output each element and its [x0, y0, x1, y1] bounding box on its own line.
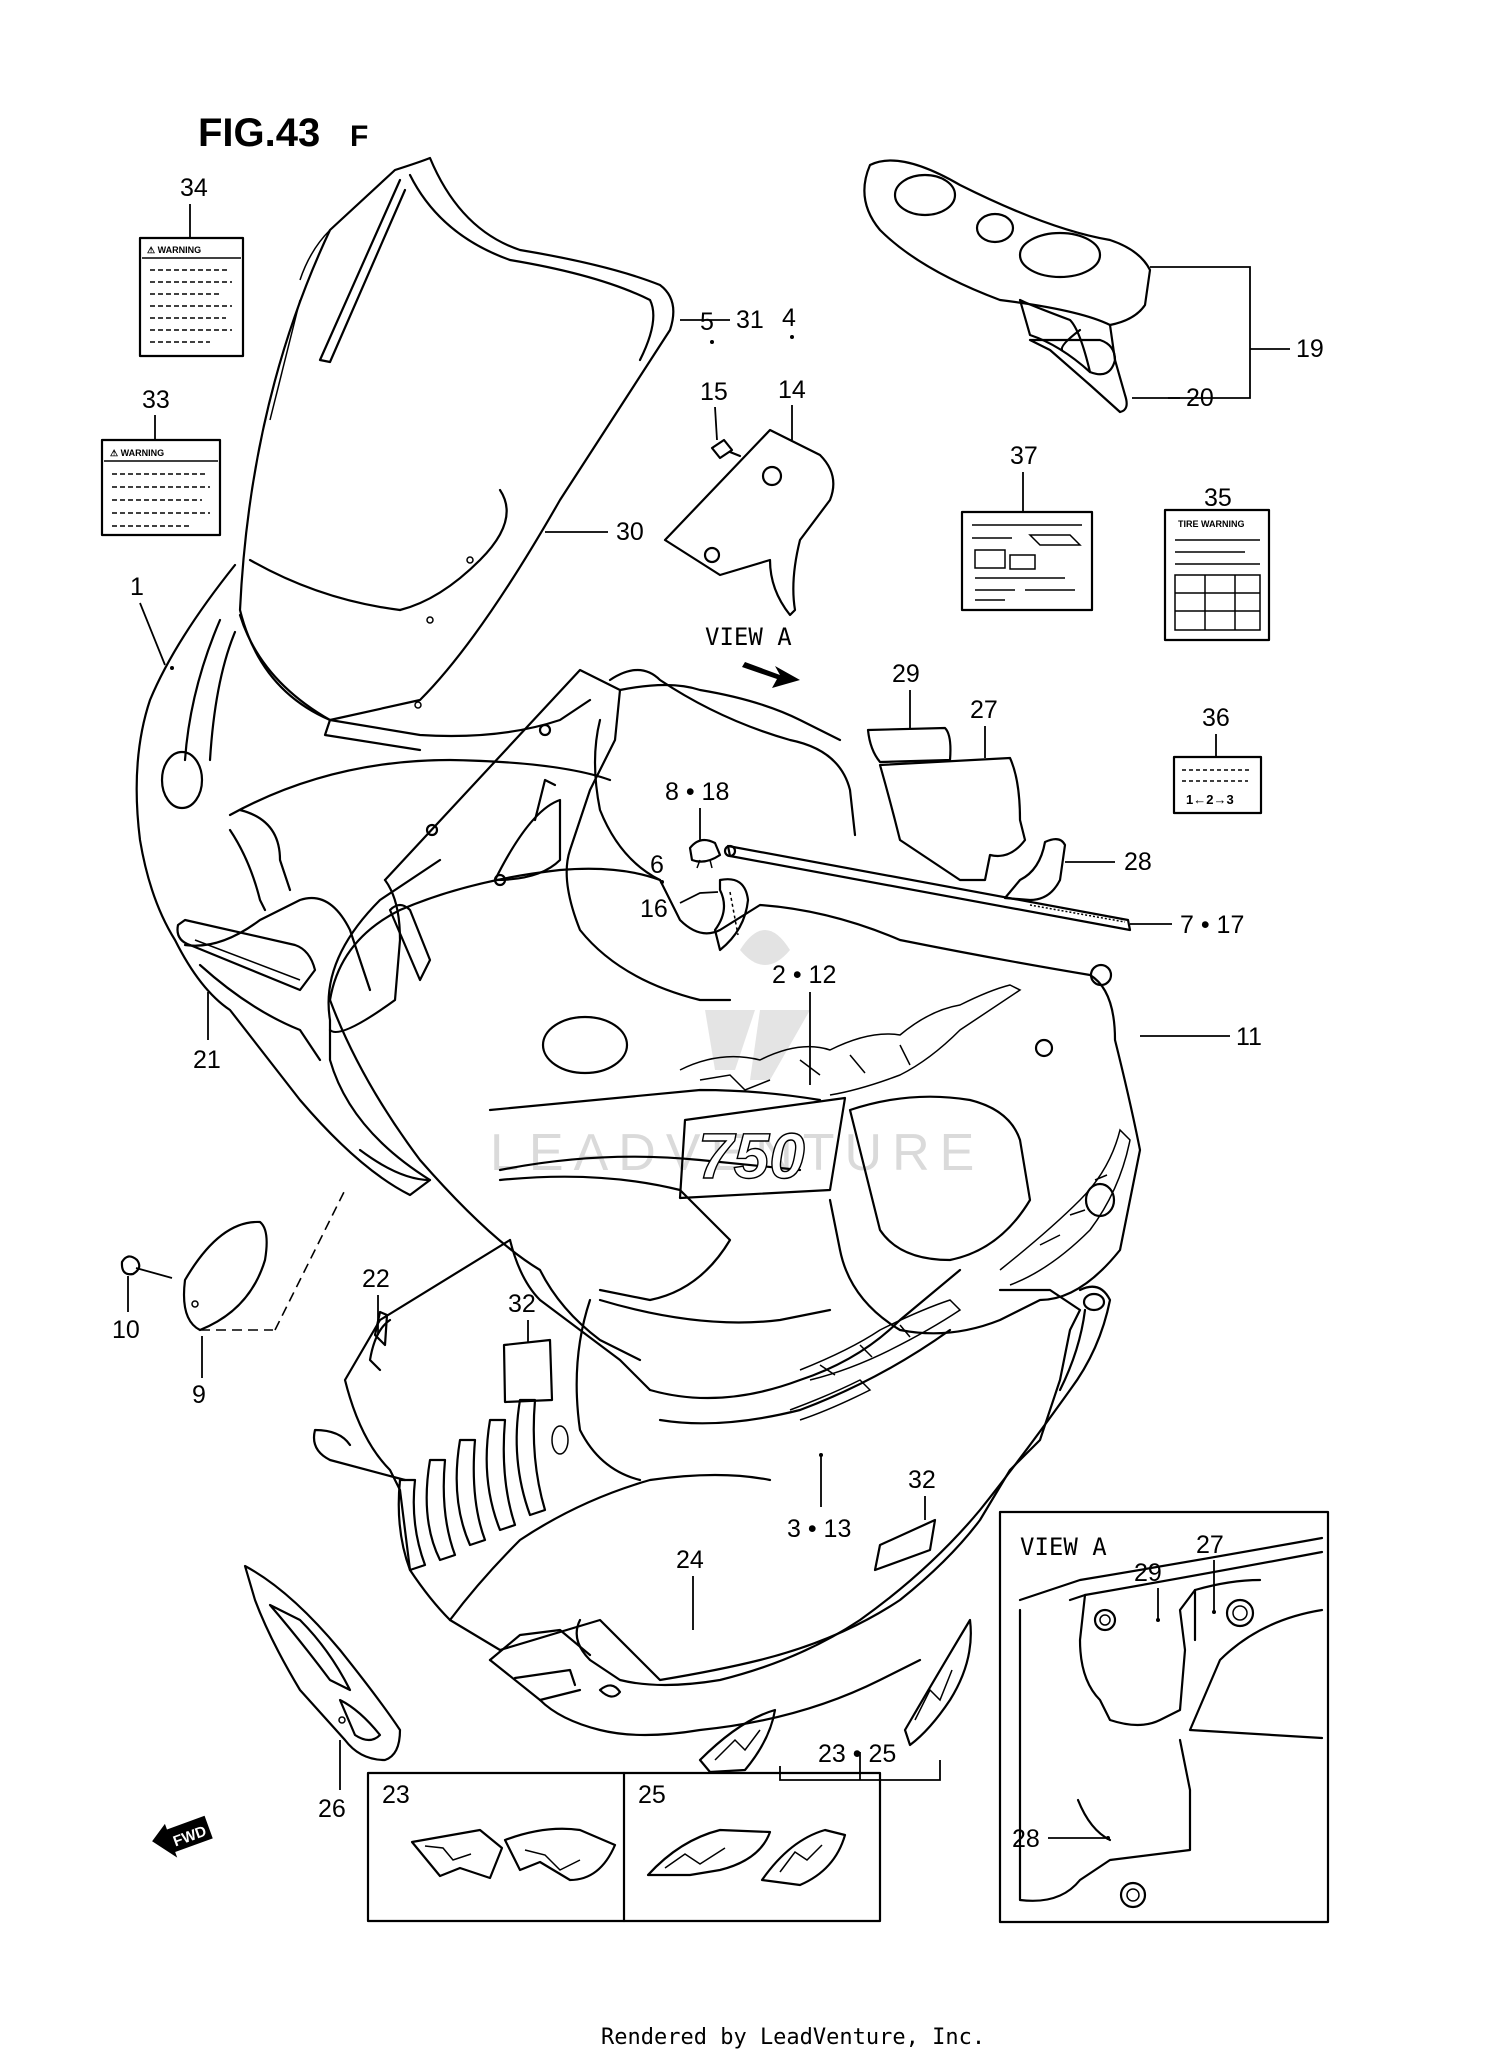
callout-5: 5 — [700, 308, 714, 336]
warning-label-33[interactable]: ⚠ WARNING — [100, 438, 222, 537]
model-badge-750: 750 — [698, 1120, 805, 1192]
warning-label-34[interactable]: ⚠ WARNING — [138, 236, 245, 358]
label-35[interactable]: TIRE WARNING — [1163, 508, 1271, 642]
decal-23-left-view[interactable] — [410, 1828, 504, 1880]
warning-label-33-text: ⚠ WARNING — [110, 448, 164, 458]
callout-6: 6 — [650, 851, 664, 879]
cushion-32-a[interactable] — [502, 1338, 554, 1404]
callout-36: 36 — [1202, 704, 1230, 732]
callout-2-12: 2 • 12 — [772, 961, 836, 989]
view-a-seal-28[interactable] — [1106, 1836, 1110, 1840]
decal-25[interactable] — [903, 1618, 972, 1747]
decal-23[interactable] — [698, 1708, 777, 1774]
footer-credit: Rendered by LeadVenture, Inc. — [601, 2025, 985, 2050]
callout-33: 33 — [142, 386, 170, 414]
callout-32-b: 32 — [908, 1466, 936, 1494]
screw-10[interactable] — [120, 1255, 173, 1279]
decal-25-left-view[interactable] — [646, 1828, 772, 1877]
callout-11: 11 — [1236, 1023, 1262, 1051]
screw-15[interactable] — [710, 438, 742, 460]
bracket-4[interactable] — [663, 428, 835, 617]
upper-cowl-1[interactable] — [135, 563, 857, 1197]
inset-label-23: 23 — [382, 1781, 410, 1809]
figure-suffix: F — [350, 120, 368, 153]
callout-28: 28 — [1124, 848, 1152, 876]
inner-panel-26[interactable] — [243, 1564, 402, 1762]
side-cowl-11[interactable]: 750 — [328, 867, 1142, 1362]
reflector-21[interactable] — [176, 918, 317, 992]
trim-6[interactable] — [713, 878, 750, 952]
callout-1: 1 — [130, 573, 144, 601]
view-a-arrow-label: VIEW A — [705, 623, 792, 651]
seal-29[interactable] — [866, 726, 952, 764]
grommet-8[interactable] — [688, 838, 722, 869]
callout-10: 10 — [112, 1316, 140, 1344]
label-35-text: TIRE WARNING — [1178, 519, 1245, 529]
callout-30: 30 — [616, 518, 644, 546]
label-36[interactable]: 1←2→3 — [1172, 755, 1263, 815]
callout-27: 27 — [970, 696, 998, 724]
decal-23-right-view[interactable] — [503, 1827, 617, 1882]
callout-37: 37 — [1010, 442, 1038, 470]
callout-29: 29 — [892, 660, 920, 688]
callout-14: 14 — [778, 376, 806, 404]
callout-34: 34 — [180, 174, 208, 202]
callout-32-a: 32 — [508, 1290, 536, 1318]
callout-24: 24 — [676, 1546, 704, 1574]
seal-28[interactable] — [1003, 838, 1067, 902]
callout-20: 20 — [1186, 384, 1214, 412]
callout-15: 15 — [700, 378, 728, 406]
lower-cowl-24[interactable] — [488, 1285, 1112, 1737]
view-a-arrow — [742, 662, 800, 688]
callout-22: 22 — [362, 1265, 390, 1293]
inner-cowl-panel[interactable] — [328, 668, 842, 1034]
windscreen-30[interactable] — [238, 156, 675, 722]
callout-19: 19 — [1296, 335, 1324, 363]
forward-direction-tag: FWD — [152, 1815, 213, 1858]
view-a-box-title: VIEW A — [1020, 1533, 1107, 1561]
label-37[interactable] — [960, 510, 1094, 612]
callout-9: 9 — [192, 1381, 206, 1409]
inset-label-25: 25 — [638, 1781, 666, 1809]
view-a-callout-27: 27 — [1196, 1531, 1224, 1559]
under-cowl-3[interactable] — [312, 1238, 1082, 1682]
seal-27[interactable] — [878, 756, 1027, 882]
view-a-box: VIEW A 29 27 28 — [998, 1510, 1330, 1924]
decal-inset-box: 23 25 — [366, 1771, 882, 1923]
view-a-callout-28: 28 — [1012, 1825, 1040, 1853]
callout-21: 21 — [193, 1046, 221, 1074]
callout-31: 31 — [736, 306, 764, 334]
callout-7-17: 7 • 17 — [1180, 911, 1244, 939]
cover-9[interactable] — [182, 1220, 268, 1332]
meter-cover-19[interactable] — [863, 159, 1152, 376]
cushion-32-b[interactable] — [873, 1518, 937, 1572]
warning-label-34-text: ⚠ WARNING — [147, 245, 201, 255]
watermark-text: LEADVENTURE — [490, 1124, 984, 1182]
callout-26: 26 — [318, 1795, 346, 1823]
callout-16: 16 — [640, 895, 668, 923]
watermark-logo: LEADVENTURE — [490, 930, 984, 1182]
callout-23-25: 23 • 25 — [818, 1740, 896, 1768]
view-a-callout-29: 29 — [1134, 1559, 1162, 1587]
callout-3-13: 3 • 13 — [787, 1515, 851, 1543]
meter-cover-cushion-20[interactable] — [1028, 338, 1128, 414]
callout-8-18: 8 • 18 — [665, 778, 729, 806]
label-36-text: 1←2→3 — [1186, 792, 1234, 807]
callout-35: 35 — [1204, 484, 1232, 512]
callout-4: 4 — [782, 304, 796, 332]
figure-title: FIG.43 — [198, 111, 320, 155]
decal-25-right-view[interactable] — [760, 1828, 847, 1887]
trim-strip-7[interactable] — [723, 844, 1132, 932]
